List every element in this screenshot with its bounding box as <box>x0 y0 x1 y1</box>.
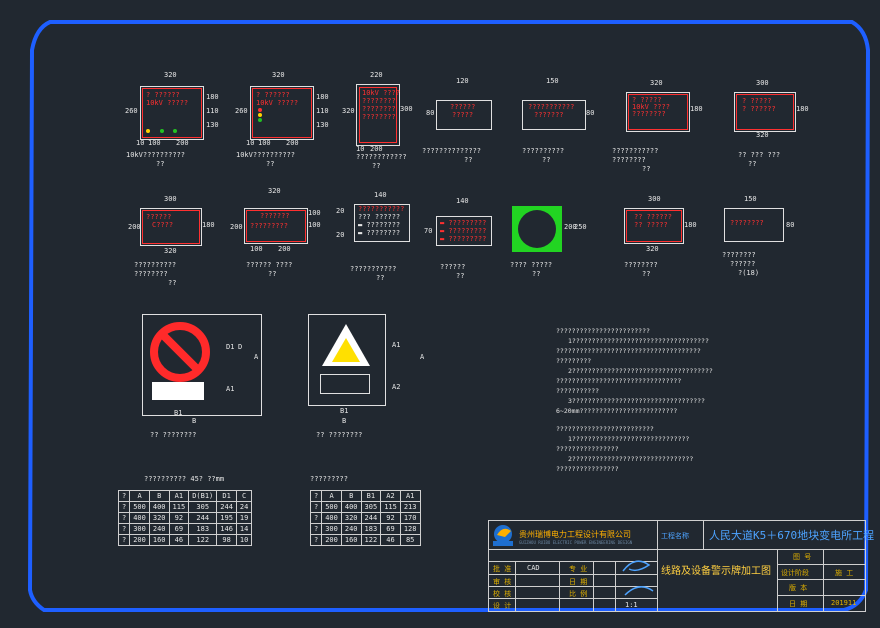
signal-light-icons <box>146 118 178 137</box>
prohibition-sign-drawing: D1 D A A1 B1 B ?? ???????? <box>142 314 272 444</box>
notes-block: ???????????????????????? 1??????????????… <box>556 327 713 473</box>
warning-triangle-icon <box>322 324 370 366</box>
green-ring-sign <box>512 206 562 252</box>
table-left-title: ?????????? 45? ??mm <box>144 475 225 483</box>
sign-panel-9: 320 ??????? ????????? 200 100 100 100 20… <box>230 187 321 278</box>
sign-panel-5: 150 ??????????? ??????? 80 ?????????? ?? <box>522 77 595 164</box>
sign-panel-10: 140 ??????????? ??? ?????? ▬ ???????? ▬ … <box>336 192 416 287</box>
sign-panel-7: 300 ? ????? ? ?????? 180 320 ?? ??? ??? … <box>726 80 816 168</box>
sign-panel-1: 320 ? ?????? 10kV ????? 260 180 110 130 … <box>125 71 219 168</box>
sign-panel-4: 120 ?????? ????? 80 ?????????????? ?? <box>422 78 502 168</box>
sign-panel-14: 150 ???????? 80 ???????? ?????? ?(18) <box>722 195 795 277</box>
sign-panel-11: 140 ▬ ????????? ▬ ????????? ▬ ????????? … <box>424 198 504 288</box>
warning-sign-drawing: A1 A A2 B1 B ?? ???????? <box>308 314 438 444</box>
company-logo-icon <box>493 525 513 546</box>
signature-icon <box>622 560 654 596</box>
table-right-title: ????????? <box>310 475 348 483</box>
sign-panel-12: 200 250 ???? ????? ?? <box>506 200 596 290</box>
sign-panel-6: 320 ? ????? 10kV ???? ???????? 180 ?????… <box>612 79 703 173</box>
title-block: 贵州瑞博电力工程设计有限公司 GUIZHOU RUIBO ELECTRIC PO… <box>488 520 874 612</box>
sign-panel-13: 300 ?? ?????? ?? ????? 180 320 ???????? … <box>624 195 697 278</box>
sign-panel-8: 300 ?????? C???? 200 180 320 ?????????? … <box>128 195 215 287</box>
signal-light-icons <box>258 108 264 122</box>
sign-panel-3: 220 10kV ???? ???????? ???????? ????????… <box>342 71 413 170</box>
sign-panel-2: 320 ? ?????? 10kV ????? 260 180 110 130 … <box>235 71 329 168</box>
no-entry-icon <box>150 322 210 382</box>
